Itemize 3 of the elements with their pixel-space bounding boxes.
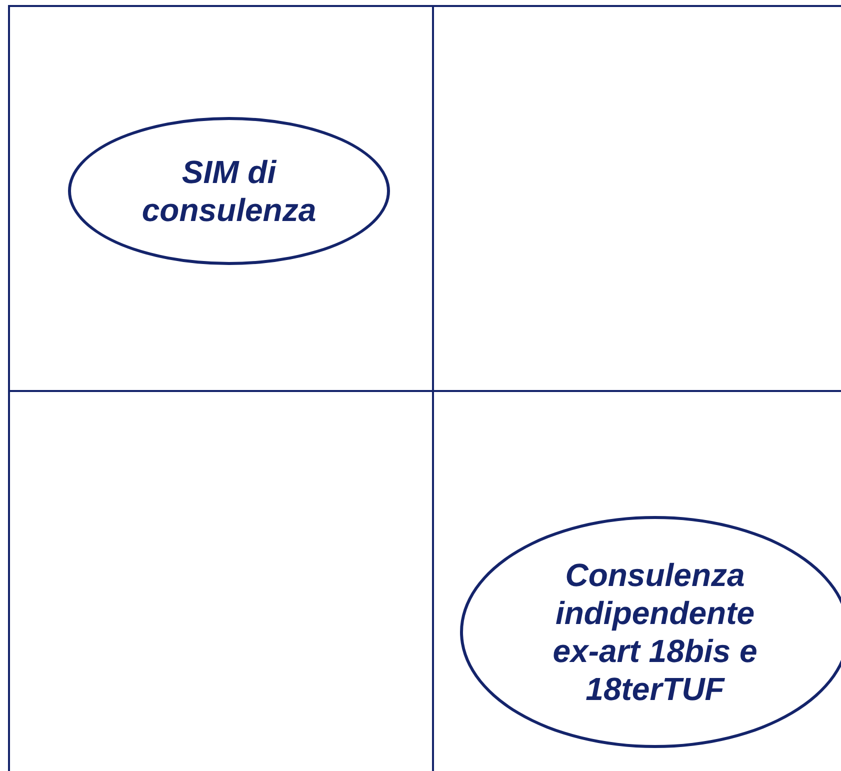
ellipse-label: Consulenza indipendente ex-art 18bis e 18terTUF (552, 556, 758, 708)
ellipse-label: SIM di consulenza (140, 153, 318, 229)
quadrant-cell (8, 5, 434, 392)
